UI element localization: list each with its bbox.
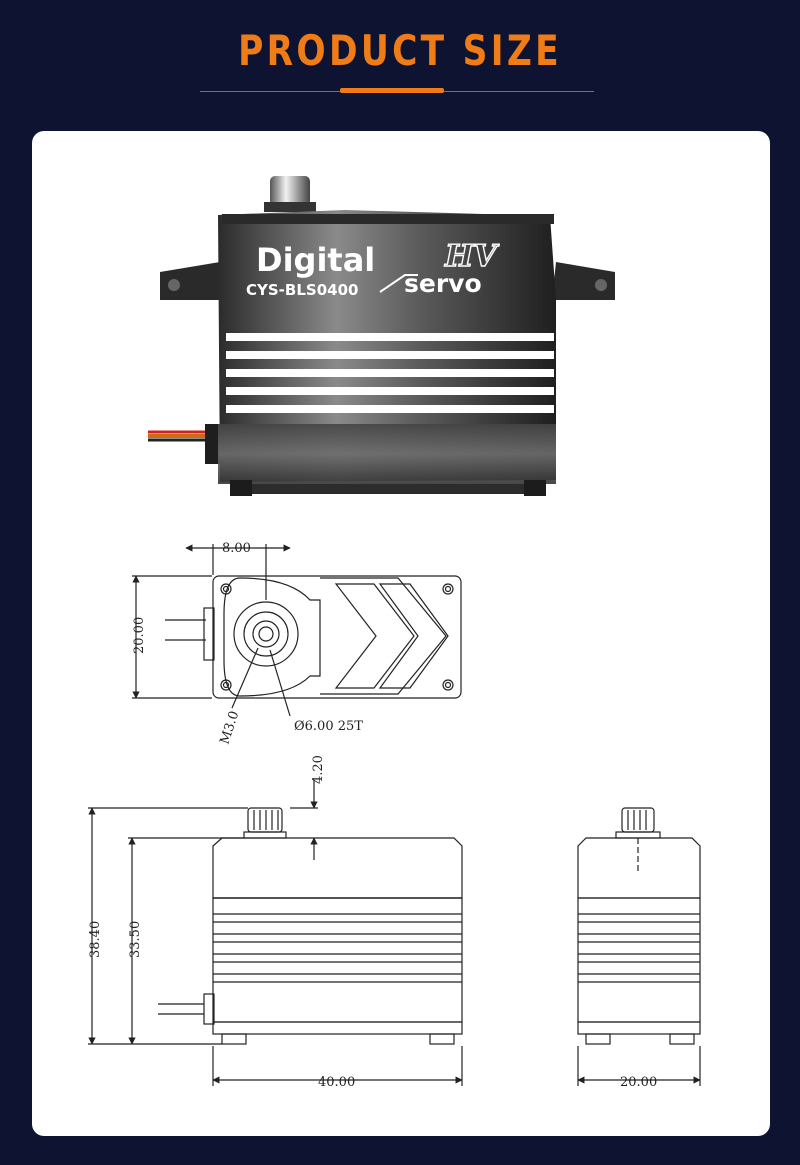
end-view-drawing [577, 807, 701, 1086]
title-accent-bar [340, 88, 444, 93]
dim-total-height: 38.40 [88, 921, 103, 958]
dim-spline-height: 4.20 [311, 755, 326, 784]
dim-top-width: 8.00 [222, 541, 251, 556]
dim-end-width: 20.00 [620, 1075, 657, 1090]
dim-top-height: 20.00 [132, 617, 147, 654]
digital-label: Digital [256, 241, 375, 279]
dim-body-height: 33.50 [128, 921, 143, 958]
model-label: CYS-BLS0400 [246, 281, 358, 299]
dim-length: 40.00 [318, 1075, 355, 1090]
servo-product-image: Digital HV servo CYS-BLS0400 [148, 176, 615, 496]
side-view-drawing [88, 780, 463, 1086]
dim-screw: M3.0 [218, 709, 243, 746]
top-view-drawing [132, 544, 462, 717]
dim-spline: Ø6.00 25T [294, 719, 363, 734]
servo-label: servo [404, 269, 482, 298]
hv-label: HV [444, 239, 499, 274]
page-title: PRODUCT SIZE [238, 26, 562, 75]
